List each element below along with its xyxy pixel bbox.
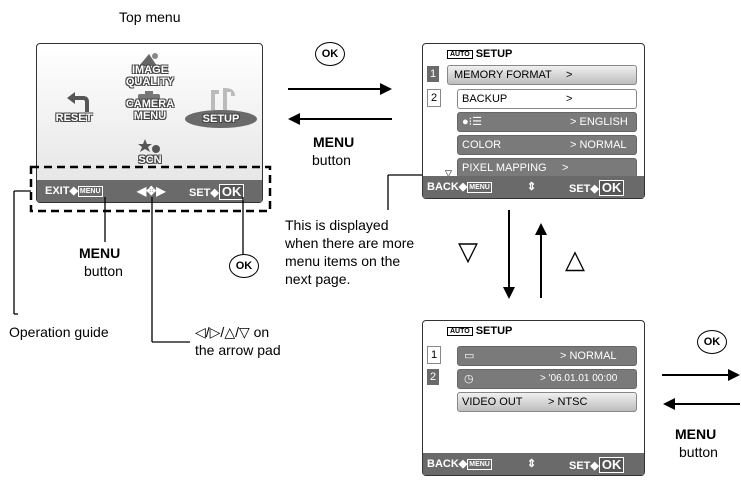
page1-guide-bar: BACK◆MENU ⇕ SET◆OK [423,176,644,198]
menu-button-word: button [312,152,351,168]
menu-item-setup[interactable]: SETUP [202,113,240,125]
setup-title: SETUP [475,325,513,337]
auto-mode-tag: AUTO [447,327,473,336]
wrench-icon [211,88,235,110]
ok-button-icon: OK [697,330,727,354]
arrow-pad-icon: ◀✥▶ [137,184,166,198]
row-color[interactable]: COLOR > NORMAL [457,135,637,155]
language-icon: ●⁝☰ [462,116,483,128]
updown-icon: ⇕ [527,181,537,193]
menu-item-reset[interactable]: RESET [55,112,93,124]
top-menu-caption: Top menu [119,9,181,25]
arrow-pad-label-1: ◁/▷/△/▽ on [195,324,270,340]
guide-set: SET [189,187,211,199]
ok-button-icon: OK [315,42,345,66]
down-triangle-icon: ▽ [458,236,478,266]
menu-button-word: button [679,444,718,460]
scene-icon [138,139,160,153]
ok-button-icon: OK [229,254,259,278]
more-items-note: This is displayed when there are more me… [285,217,415,287]
operation-guide-label: Operation guide [9,324,109,340]
auto-mode-tag: AUTO [447,50,473,59]
guide-ok: OK [218,184,245,200]
clock-icon: ◷ [464,373,474,385]
monitor-icon: ▭ [464,350,475,362]
arrow-pad-label-2: the arrow pad [195,342,281,358]
page-number-2[interactable]: 2 [427,89,441,107]
guide-exit: EXIT [45,185,70,197]
row-backup[interactable]: BACKUP > [457,89,637,109]
up-triangle-icon: △ [565,244,585,274]
menu-button-label: MENU [313,134,355,150]
menu-button-word: button [84,263,123,279]
camera-icon [138,91,160,107]
page2-guide-bar: BACK◆MENU ⇕ SET◆OK [423,453,644,475]
operation-guide-bar: EXIT◆MENU ◀✥▶ SET◆OK [37,180,262,202]
setup-title: SETUP [475,48,513,60]
row-pixel-mapping[interactable]: PIXEL MAPPING > [457,158,637,178]
row-language[interactable]: ●⁝☰ > ENGLISH [457,112,637,132]
menu-button-label: MENU [675,426,717,442]
page-number-1[interactable]: 1 [427,346,441,364]
row-memory-format[interactable]: MEMORY FORMAT > [447,65,637,85]
row-brightness[interactable]: ▭ > NORMAL [457,346,637,366]
row-clock[interactable]: ◷ > '06.01.01 00:00 [457,369,637,389]
menu-tag: MENU [77,186,103,197]
menu-button-label: MENU [79,245,121,261]
updown-icon: ⇕ [527,458,537,470]
setup-highlight [185,110,257,128]
row-video-out[interactable]: VIDEO OUT > NTSC [457,392,637,412]
page-number-1[interactable]: 1 [427,66,439,82]
page-number-2[interactable]: 2 [427,369,439,385]
image-quality-icon [139,53,158,66]
reset-icon [67,92,89,112]
more-items-indicator: ▽ [445,168,452,178]
menu-item-scn[interactable]: SCN [138,154,162,166]
